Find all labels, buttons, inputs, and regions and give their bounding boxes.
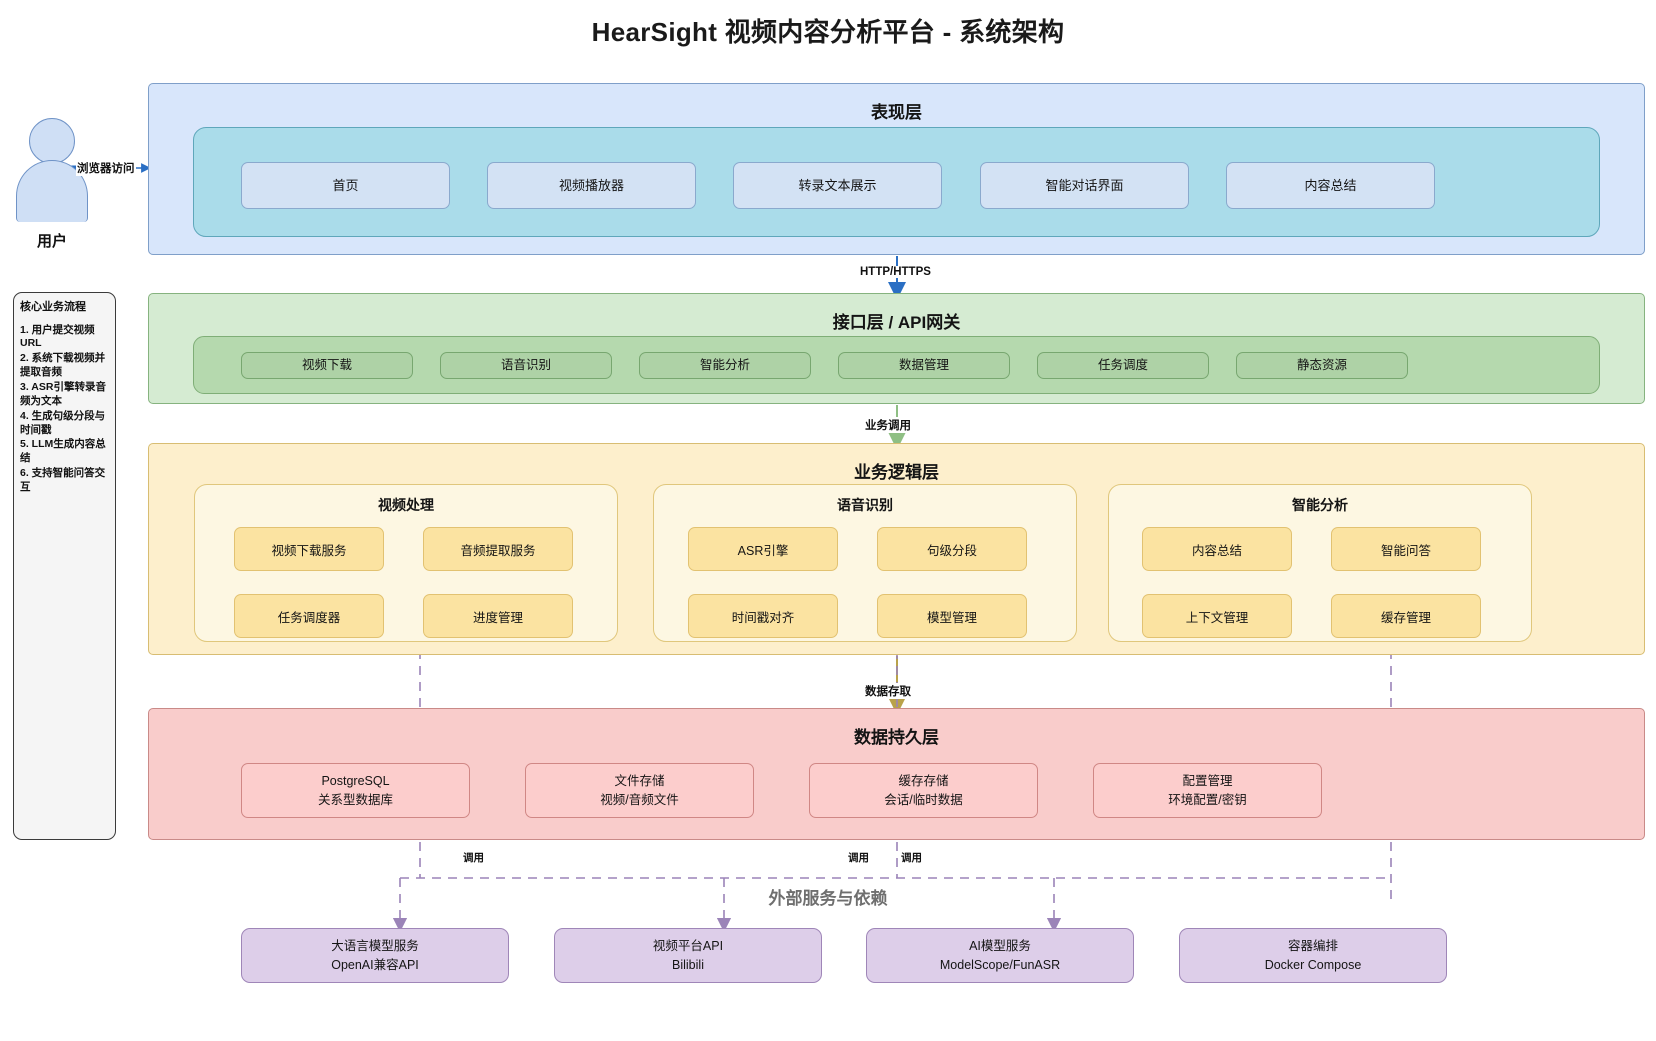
node-title: 文件存储 (614, 774, 665, 789)
node-desc: ModelScope/FunASR (939, 957, 1061, 972)
node-context-management[interactable]: 上下文管理 (1142, 594, 1292, 638)
logic-group-title: 语音识别 (837, 497, 893, 513)
notes-step: 5. LLM生成内容总结 (20, 438, 106, 465)
page-title: HearSight 视频内容分析平台 - 系统架构 (591, 17, 1065, 47)
notes-step: 1. 用户提交视频URL (20, 323, 95, 350)
node-title: 大语言模型服务 (331, 939, 419, 954)
node-container-orchestration[interactable]: 容器编排 Docker Compose (1179, 928, 1447, 983)
node-video-platform-api[interactable]: 视频平台API Bilibili (554, 928, 822, 983)
external-services-title: 外部服务与依赖 (768, 889, 888, 908)
edge-label-browser-access: 浏览器访问 (76, 160, 136, 176)
node-config-management[interactable]: 配置管理 环境配置/密钥 (1093, 763, 1322, 818)
layer-logic-title: 业务逻辑层 (854, 463, 939, 482)
node-desc: 环境配置/密钥 (1168, 792, 1247, 807)
node-api-static-resources[interactable]: 静态资源 (1236, 352, 1408, 379)
edge-label-business-call: 业务调用 (862, 417, 914, 433)
node-title: 缓存存储 (898, 774, 949, 789)
node-desc: 关系型数据库 (317, 792, 393, 807)
node-ai-model-service[interactable]: AI模型服务 ModelScope/FunASR (866, 928, 1134, 983)
node-smart-qa[interactable]: 智能问答 (1331, 527, 1481, 571)
node-timestamp-alignment[interactable]: 时间戳对齐 (688, 594, 838, 638)
node-sentence-segmentation[interactable]: 句级分段 (877, 527, 1027, 571)
layer-data-title: 数据持久层 (854, 728, 939, 747)
notes-title: 核心业务流程 (20, 301, 86, 313)
actor-user: 用户 (12, 118, 92, 251)
layer-api-title: 接口层 / API网关 (832, 313, 961, 332)
node-cache-management[interactable]: 缓存管理 (1331, 594, 1481, 638)
node-content-summarization[interactable]: 内容总结 (1142, 527, 1292, 571)
node-llm-service[interactable]: 大语言模型服务 OpenAI兼容API (241, 928, 509, 983)
edge-label-data-access: 数据存取 (862, 683, 914, 699)
notes-step: 4. 生成句级分段与时间戳 (20, 409, 106, 436)
logic-group-title: 智能分析 (1292, 497, 1348, 513)
node-desc: 会话/临时数据 (884, 792, 963, 807)
actor-label: 用户 (36, 233, 67, 250)
node-title: PostgreSQL (321, 774, 390, 789)
node-api-speech-recognition[interactable]: 语音识别 (440, 352, 612, 379)
node-title: 配置管理 (1182, 774, 1233, 789)
node-title: 容器编排 (1287, 939, 1338, 954)
node-video-download-service[interactable]: 视频下载服务 (234, 527, 384, 571)
node-home[interactable]: 首页 (241, 162, 450, 209)
node-model-management[interactable]: 模型管理 (877, 594, 1027, 638)
node-api-smart-analysis[interactable]: 智能分析 (639, 352, 811, 379)
node-desc: OpenAI兼容API (331, 957, 419, 972)
notes-step: 3. ASR引擎转录音频为文本 (20, 380, 106, 407)
node-api-video-download[interactable]: 视频下载 (241, 352, 413, 379)
node-api-data-management[interactable]: 数据管理 (838, 352, 1010, 379)
notes-step: 6. 支持智能问答交互 (20, 467, 106, 493)
node-chat-ui[interactable]: 智能对话界面 (980, 162, 1189, 209)
user-head-icon (29, 118, 75, 164)
node-title: AI模型服务 (969, 939, 1031, 954)
node-cache-storage[interactable]: 缓存存储 会话/临时数据 (809, 763, 1038, 818)
node-content-summary[interactable]: 内容总结 (1226, 162, 1435, 209)
node-file-storage[interactable]: 文件存储 视频/音频文件 (525, 763, 754, 818)
notes-panel: 核心业务流程 1. 用户提交视频URL 2. 系统下载视频并提取音频 3. AS… (13, 292, 116, 840)
node-postgresql[interactable]: PostgreSQL 关系型数据库 (241, 763, 470, 818)
edge-label-http: HTTP/HTTPS (857, 266, 934, 278)
edge-label-invoke: 调用 (460, 850, 487, 865)
node-title: 视频平台API (652, 939, 724, 954)
node-audio-extract-service[interactable]: 音频提取服务 (423, 527, 573, 571)
node-video-player[interactable]: 视频播放器 (487, 162, 696, 209)
edge-label-invoke: 调用 (898, 850, 925, 865)
node-desc: Docker Compose (1264, 957, 1362, 972)
node-desc: Bilibili (672, 957, 704, 972)
layer-presentation-title: 表现层 (871, 103, 922, 122)
logic-group-title: 视频处理 (378, 497, 434, 513)
node-progress-management[interactable]: 进度管理 (423, 594, 573, 638)
node-asr-engine[interactable]: ASR引擎 (688, 527, 838, 571)
node-desc: 视频/音频文件 (600, 792, 679, 807)
node-task-scheduler[interactable]: 任务调度器 (234, 594, 384, 638)
node-transcript-view[interactable]: 转录文本展示 (733, 162, 942, 209)
notes-step: 2. 系统下载视频并提取音频 (20, 352, 106, 379)
edge-label-invoke: 调用 (845, 850, 872, 865)
node-api-task-scheduling[interactable]: 任务调度 (1037, 352, 1209, 379)
